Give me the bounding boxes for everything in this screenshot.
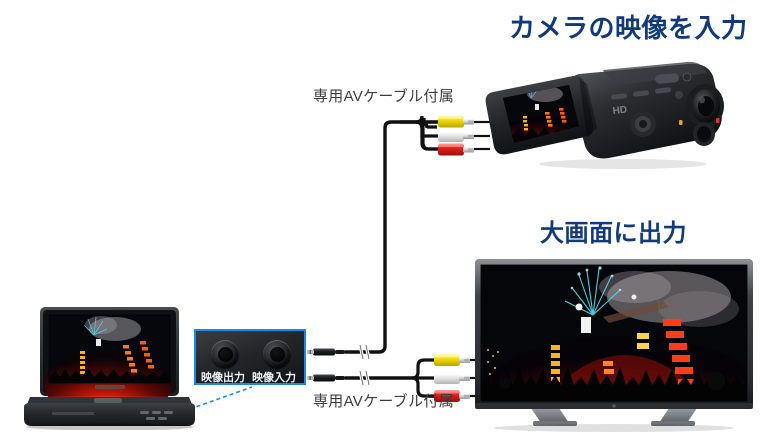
cable-break-edge-bottom <box>359 370 370 386</box>
cable-break-edge-top <box>359 344 370 360</box>
portable-dvd-player <box>22 305 197 431</box>
rca-plug-top-red <box>438 143 474 156</box>
heading-camera-input: カメラの映像を入力 <box>509 13 748 43</box>
rca-plug-bottom-yellow <box>434 354 470 366</box>
rca-plug-top-yellow <box>438 115 474 128</box>
label-av-cable-bottom: 専用AVケーブル付属 <box>313 393 454 410</box>
svg-text:HD: HD <box>612 105 628 117</box>
handheld-camcorder: HD <box>483 58 728 173</box>
tv-leg-left <box>529 405 569 423</box>
camcorder-graphic: HD <box>485 61 724 169</box>
video-input-jack[interactable] <box>263 340 291 368</box>
cable-bottom-run <box>345 358 434 398</box>
rca-plug-top-white <box>438 130 474 142</box>
mini-plug-top <box>307 348 345 356</box>
tv-leg-right <box>659 405 699 423</box>
flat-screen-television <box>473 257 755 433</box>
led-column-mid <box>637 333 649 349</box>
rca-plug-bottom-red <box>434 390 470 402</box>
video-port-panel: 映像出力 映像入力 <box>194 329 306 385</box>
rca-plug-bottom-white <box>434 372 470 384</box>
label-av-cable-top: 専用AVケーブル付属 <box>313 88 454 105</box>
video-output-label: 映像出力 <box>201 372 245 384</box>
mini-plug-bottom <box>307 374 345 382</box>
video-output-jack[interactable] <box>211 340 239 368</box>
heading-tv-output: 大画面に出力 <box>540 220 687 247</box>
television-graphic <box>475 259 753 432</box>
video-input-label: 映像入力 <box>252 372 296 384</box>
firework-burst <box>564 268 620 316</box>
dvd-player-graphic <box>24 307 195 431</box>
cable-top-run <box>345 115 438 354</box>
camcorder-cable-stubs <box>474 120 490 151</box>
